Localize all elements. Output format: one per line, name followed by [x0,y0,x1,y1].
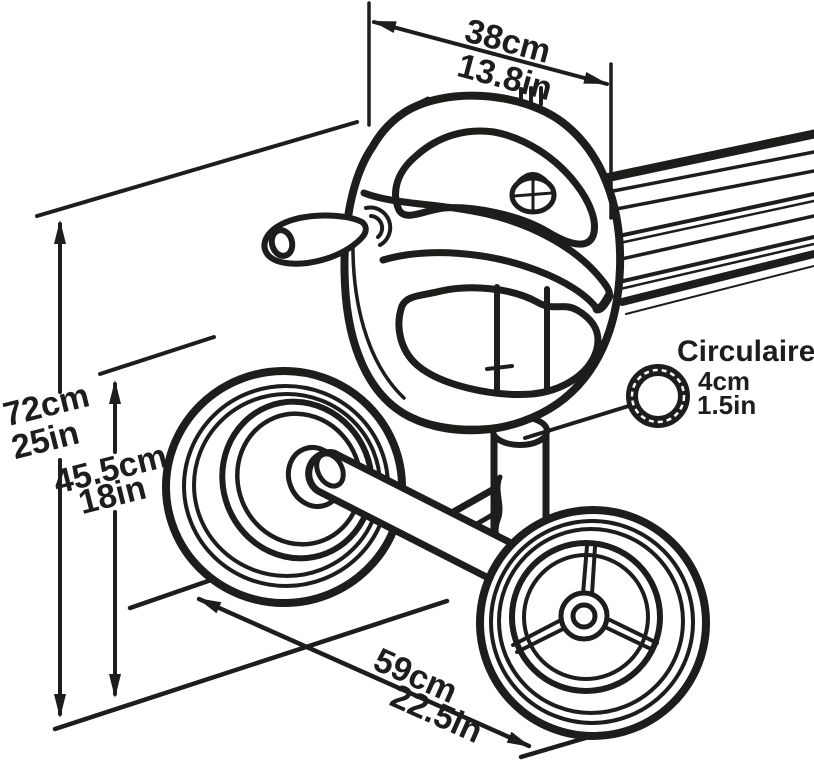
reel-disc [340,86,625,435]
tube-callout: Circulaire 4cm 1.5in [523,335,814,440]
dim-overall-height: 72cm 25in [0,120,450,732]
axle-cap [314,451,346,489]
rotation-arc [369,214,385,239]
cover-lip [360,189,614,314]
disc-top-ticks [519,86,543,106]
crank-hole [268,227,296,259]
callout-diameter-in: 1.5in [697,390,756,420]
ratchet-knob [509,171,557,215]
post-through-cutout [485,284,550,393]
right-wheel [476,506,710,740]
callout-title: Circulaire [677,335,814,368]
roller-tube [601,129,814,315]
callout-diameter-cm: 4cm [698,366,750,396]
disc-highlight [402,96,431,114]
reel-cart-figure [162,86,814,740]
crank-handle [261,205,393,267]
callout-pointer-line [523,403,634,440]
tube-cross-section-icon [626,364,690,428]
rotation-arc [364,205,393,247]
wheel-hub [558,590,610,642]
wheel-spokes [511,544,659,654]
